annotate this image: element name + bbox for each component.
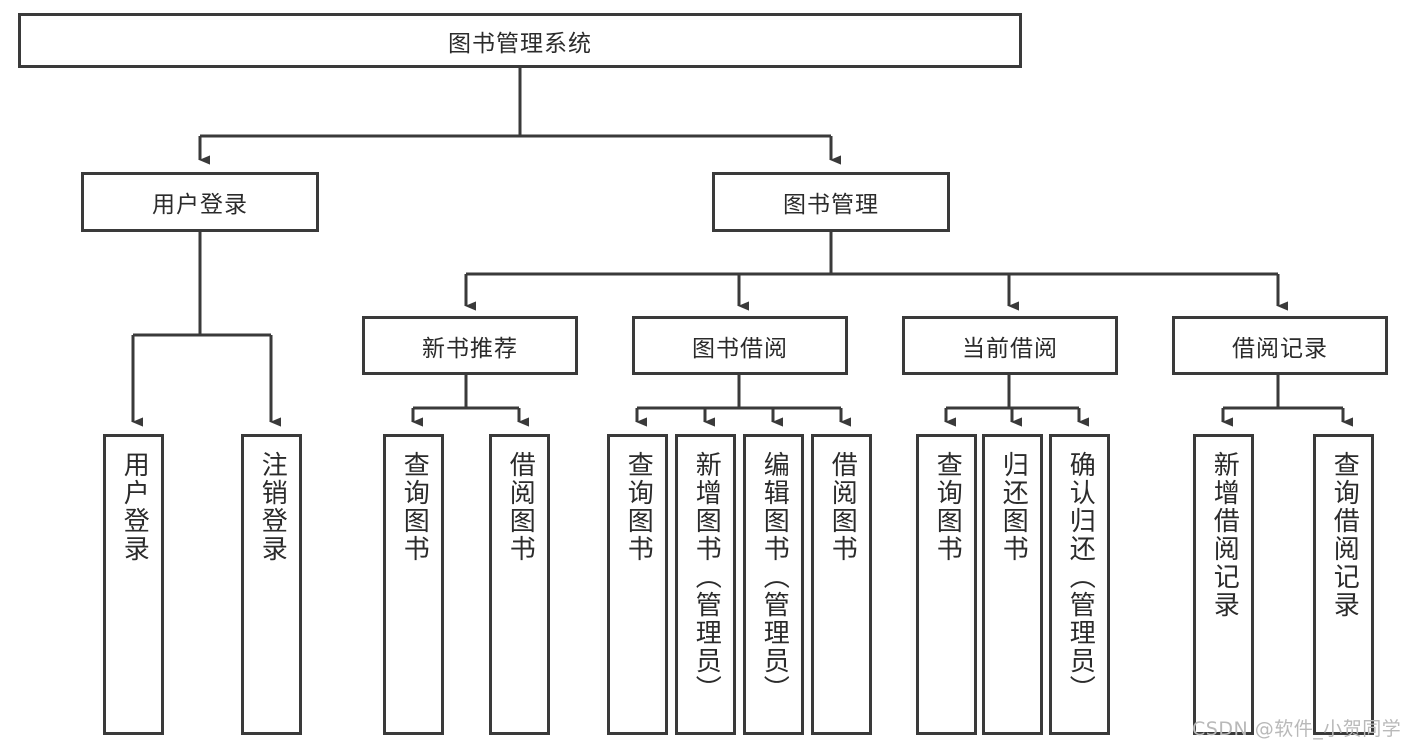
node-label: 查询图书 (399, 451, 430, 563)
node-label: 查询图书 (623, 451, 654, 563)
node-label: 新增借阅记录 (1209, 451, 1240, 619)
node-leaf-query-book-3[interactable]: 查询图书 (916, 434, 977, 735)
node-leaf-borrow-book-1[interactable]: 借阅图书 (489, 434, 550, 735)
node-label: 当前借阅 (962, 335, 1058, 362)
node-new-book-recommend[interactable]: 新书推荐 (362, 316, 578, 375)
node-leaf-add-record[interactable]: 新增借阅记录 (1193, 434, 1254, 735)
node-label: 归还图书 (998, 451, 1029, 563)
node-label: 查询图书 (932, 451, 963, 563)
node-label: 注销登录 (257, 451, 288, 563)
node-user-login[interactable]: 用户登录 (81, 172, 319, 232)
node-label: 新书推荐 (422, 335, 518, 362)
node-leaf-borrow-book-2[interactable]: 借阅图书 (811, 434, 872, 735)
node-label: 编辑图书（管理员） (759, 451, 790, 703)
node-label: 确认归还（管理员） (1065, 451, 1096, 703)
node-label: 用户登录 (119, 451, 150, 563)
node-leaf-confirm-return[interactable]: 确认归还（管理员） (1049, 434, 1110, 735)
node-current-borrow[interactable]: 当前借阅 (902, 316, 1118, 375)
node-borrow-record[interactable]: 借阅记录 (1172, 316, 1388, 375)
node-leaf-query-record[interactable]: 查询借阅记录 (1313, 434, 1374, 735)
node-leaf-query-book-2[interactable]: 查询图书 (607, 434, 668, 735)
node-label: 借阅图书 (505, 451, 536, 563)
node-leaf-return-book[interactable]: 归还图书 (982, 434, 1043, 735)
node-book-borrow[interactable]: 图书借阅 (632, 316, 848, 375)
node-label: 借阅图书 (827, 451, 858, 563)
node-leaf-query-book-1[interactable]: 查询图书 (383, 434, 444, 735)
node-label: 图书借阅 (692, 335, 788, 362)
node-leaf-user-login[interactable]: 用户登录 (103, 434, 164, 735)
node-label: 图书管理系统 (448, 30, 592, 57)
node-label: 用户登录 (152, 192, 248, 218)
node-label: 图书管理 (783, 192, 879, 218)
node-label: 新增图书（管理员） (691, 451, 722, 703)
node-leaf-add-book[interactable]: 新增图书（管理员） (675, 434, 736, 735)
node-label: 查询借阅记录 (1329, 451, 1360, 619)
node-leaf-logout-login[interactable]: 注销登录 (241, 434, 302, 735)
node-book-management[interactable]: 图书管理 (712, 172, 950, 232)
node-root-system[interactable]: 图书管理系统 (18, 13, 1022, 68)
csdn-watermark: CSDN @软件_小贺同学 (1192, 718, 1402, 740)
node-leaf-edit-book[interactable]: 编辑图书（管理员） (743, 434, 804, 735)
node-label: 借阅记录 (1232, 335, 1328, 362)
